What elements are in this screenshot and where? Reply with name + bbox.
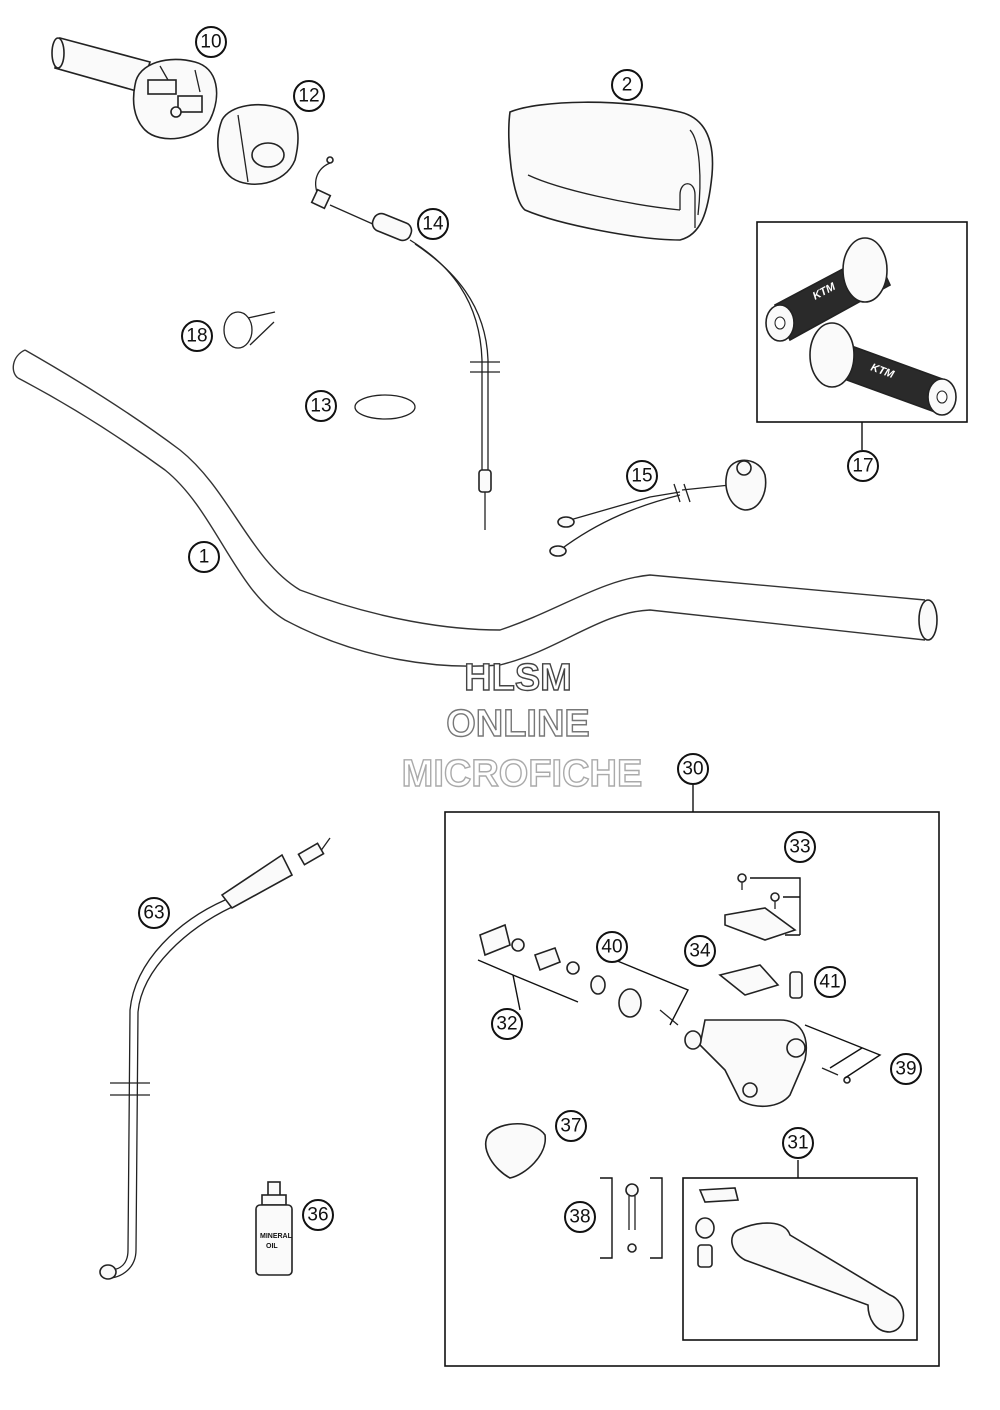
cable-tie bbox=[223, 311, 276, 349]
callout-63: 63 bbox=[138, 897, 170, 929]
callout-1: 1 bbox=[188, 541, 220, 573]
callout-15: 15 bbox=[626, 460, 658, 492]
callout-label: 36 bbox=[307, 1205, 328, 1226]
bottle-label-2: OIL bbox=[266, 1243, 278, 1250]
throttle-cable bbox=[310, 156, 500, 530]
handlebar bbox=[12, 349, 938, 667]
callout-18: 18 bbox=[181, 320, 213, 352]
callout-label: 39 bbox=[895, 1059, 916, 1080]
master-cylinder-body bbox=[684, 1019, 807, 1108]
o-ring bbox=[354, 394, 416, 420]
callout-label: 37 bbox=[560, 1116, 581, 1137]
callout-label: 10 bbox=[200, 32, 221, 53]
callout-38: 38 bbox=[564, 1201, 596, 1233]
throttle-housing bbox=[51, 37, 218, 140]
callout-34: 34 bbox=[684, 935, 716, 967]
callout-30: 30 bbox=[677, 753, 709, 785]
master-cylinder-box bbox=[444, 785, 940, 1367]
callout-label: 12 bbox=[298, 86, 319, 107]
bottle-label-1: MINERAL bbox=[260, 1233, 293, 1240]
callout-label: 40 bbox=[601, 937, 622, 958]
callout-31: 31 bbox=[782, 1127, 814, 1159]
callout-13: 13 bbox=[305, 390, 337, 422]
callout-label: 1 bbox=[199, 547, 210, 568]
callout-33: 33 bbox=[784, 831, 816, 863]
lever-guard-37 bbox=[485, 1123, 546, 1179]
callout-36: 36 bbox=[302, 1199, 334, 1231]
callout-37: 37 bbox=[555, 1110, 587, 1142]
callout-label: 15 bbox=[631, 466, 652, 487]
pin-41 bbox=[789, 971, 803, 999]
kill-switch bbox=[549, 459, 767, 557]
oil-bottle: MINERAL OIL bbox=[255, 1181, 293, 1276]
callout-label: 38 bbox=[569, 1207, 590, 1228]
bolt-38 bbox=[600, 1177, 663, 1259]
lever-box-31 bbox=[682, 1160, 918, 1341]
callout-32: 32 bbox=[491, 1008, 523, 1040]
spring-piston-32 bbox=[477, 923, 606, 1011]
boot-40 bbox=[614, 959, 689, 1026]
callout-label: 30 bbox=[682, 759, 703, 780]
callout-39: 39 bbox=[890, 1053, 922, 1085]
callout-2: 2 bbox=[611, 69, 643, 101]
watermark: HLSM ONLINE MICROFICHE bbox=[401, 656, 643, 795]
right-grip: KTM bbox=[809, 322, 957, 416]
callout-17: 17 bbox=[847, 450, 879, 482]
callout-label: 33 bbox=[789, 837, 810, 858]
callout-label: 34 bbox=[689, 941, 711, 962]
grips-box: KTM KTM bbox=[756, 221, 968, 450]
callout-label: 18 bbox=[186, 326, 207, 347]
pins-39 bbox=[804, 1024, 882, 1084]
callout-label: 17 bbox=[852, 456, 873, 477]
callout-14: 14 bbox=[417, 208, 449, 240]
callout-41: 41 bbox=[814, 966, 846, 998]
callout-label: 31 bbox=[787, 1133, 808, 1154]
handlebar-pad bbox=[507, 101, 714, 241]
hydraulic-line bbox=[99, 837, 331, 1280]
callout-12: 12 bbox=[293, 80, 325, 112]
callout-label: 13 bbox=[310, 396, 331, 417]
callout-label: 14 bbox=[422, 214, 444, 235]
callout-label: 41 bbox=[819, 972, 840, 993]
callout-label: 2 bbox=[622, 75, 633, 96]
reservoir-cap-34 bbox=[718, 964, 780, 996]
callout-label: 63 bbox=[143, 903, 164, 924]
callout-40: 40 bbox=[596, 931, 628, 963]
screws-33 bbox=[737, 873, 801, 936]
throttle-cover bbox=[217, 104, 299, 185]
watermark-line3: MICROFICHE bbox=[402, 753, 643, 795]
callout-label: 32 bbox=[496, 1014, 517, 1035]
watermark-line1: HLSM bbox=[464, 657, 572, 699]
watermark-line2: ONLINE bbox=[446, 703, 590, 745]
callout-10: 10 bbox=[195, 26, 227, 58]
left-grip: KTM bbox=[765, 237, 892, 342]
